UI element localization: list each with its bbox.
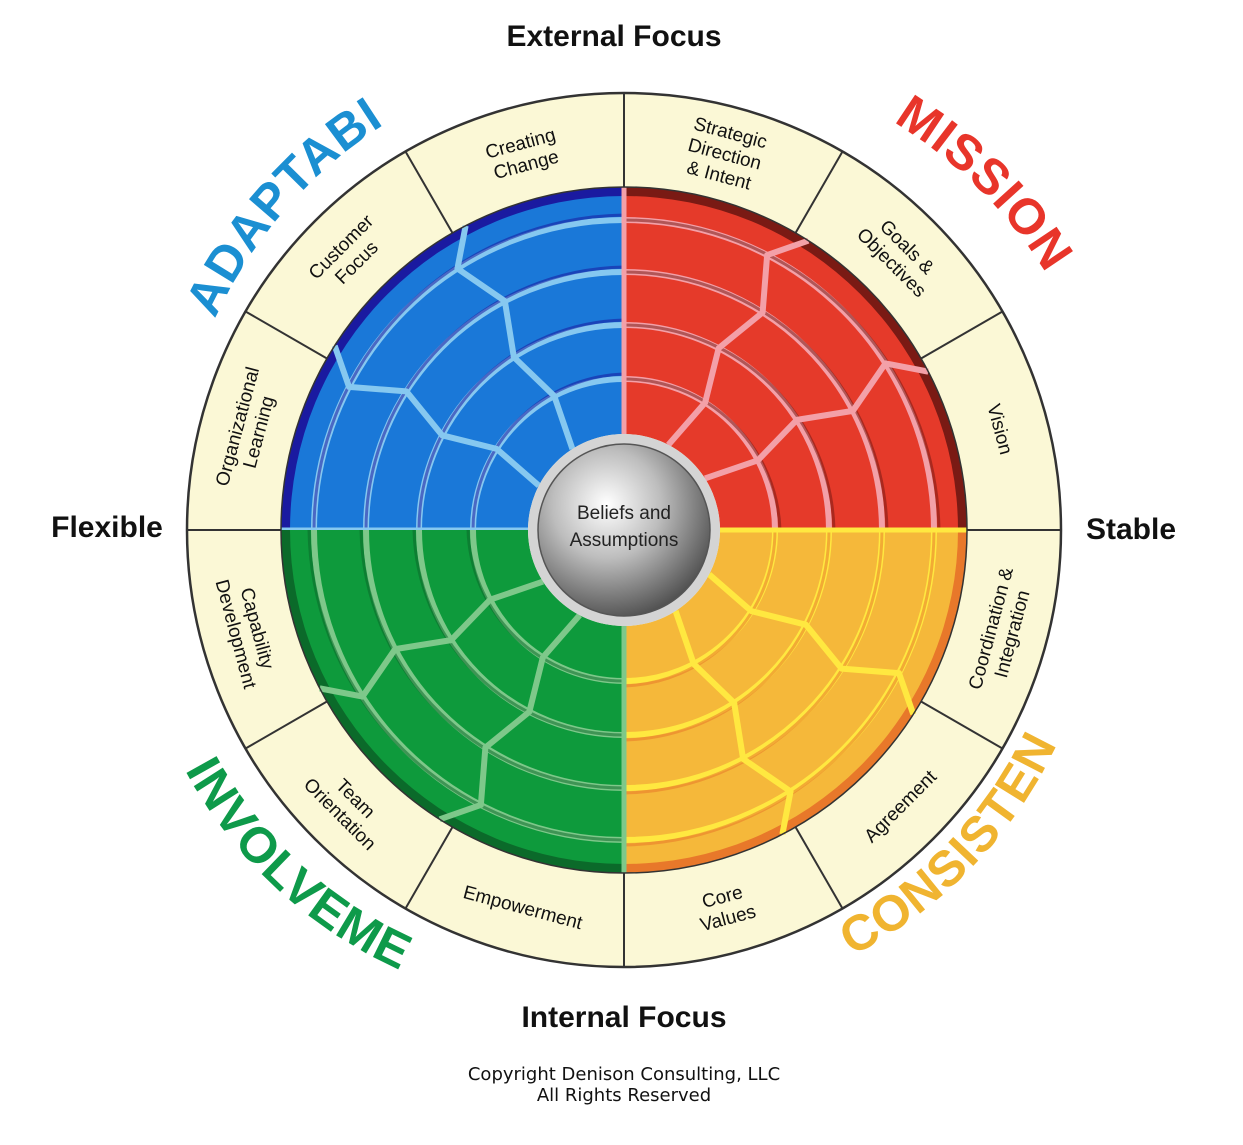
spoke-involvement-2 <box>319 578 545 700</box>
inner-ring-outline <box>280 186 968 874</box>
core-circle <box>537 443 711 617</box>
index-divider-involvement-3 <box>245 700 328 750</box>
quadrant-mission <box>621 187 967 531</box>
copyright-line-1: Copyright Denison Consulting, LLC <box>468 1064 780 1085</box>
spoke-mission-2 <box>703 360 929 482</box>
ring-shadow-adaptability-2 <box>417 318 625 531</box>
spoke-involvement-1 <box>438 613 582 823</box>
spoke-consistency-2 <box>672 609 794 835</box>
ring-shadow-adaptability-4 <box>312 213 625 531</box>
quadrant-consistency <box>623 527 967 873</box>
index-divider-adaptability-2 <box>245 310 328 360</box>
ring-shadow-mission-3 <box>623 270 889 531</box>
ring-shadow-consistency-2 <box>623 529 831 742</box>
ring-shadow-involvement-3 <box>359 529 625 790</box>
index-dividers <box>187 93 1061 967</box>
ring-shadow-adaptability-1 <box>471 372 625 531</box>
ring-shadow-adaptability-3 <box>364 265 625 531</box>
spoke-consistency-1 <box>707 572 917 716</box>
ring-shadow-mission-1 <box>623 377 782 531</box>
index-divider-involvement-2 <box>404 826 454 909</box>
spoke-mission-1 <box>666 237 810 447</box>
quadrant-involvement <box>281 529 627 873</box>
quadrant-fill-adaptability <box>281 187 624 530</box>
trait-quadrants <box>281 187 967 873</box>
axis-label-external-focus: External Focus <box>506 20 721 53</box>
ring-shadow-mission-4 <box>623 218 941 531</box>
ring-shadow-mission-2 <box>623 323 836 531</box>
spoke-adaptability-1 <box>331 344 541 488</box>
quadrant-fill-consistency <box>624 530 967 873</box>
axis-label-internal-focus: Internal Focus <box>521 1001 726 1034</box>
axis-label-flexible: Flexible <box>51 511 163 544</box>
ring-shadow-involvement-2 <box>412 529 625 737</box>
quadrant-fill-involvement <box>281 530 624 873</box>
index-divider-consistency-2 <box>920 700 1003 750</box>
index-divider-mission-2 <box>794 151 844 234</box>
index-divider-mission-3 <box>920 310 1003 360</box>
ring-shadow-involvement-4 <box>307 529 625 842</box>
copyright-line-2: All Rights Reserved <box>537 1085 711 1106</box>
ring-shadow-involvement-1 <box>466 529 625 683</box>
ring-shadow-consistency-1 <box>623 529 777 688</box>
axis-label-stable: Stable <box>1086 513 1176 546</box>
spoke-adaptability-2 <box>454 225 576 451</box>
quadrant-fill-mission <box>624 187 967 530</box>
quadrant-adaptability <box>281 187 625 533</box>
ring-shadow-consistency-3 <box>623 529 884 795</box>
ring-shadow-consistency-4 <box>623 529 936 847</box>
core-label-line-1: Beliefs and <box>577 503 671 524</box>
index-divider-adaptability-3 <box>404 151 454 234</box>
index-divider-consistency-3 <box>794 826 844 909</box>
core-label-line-2: Assumptions <box>570 530 679 551</box>
